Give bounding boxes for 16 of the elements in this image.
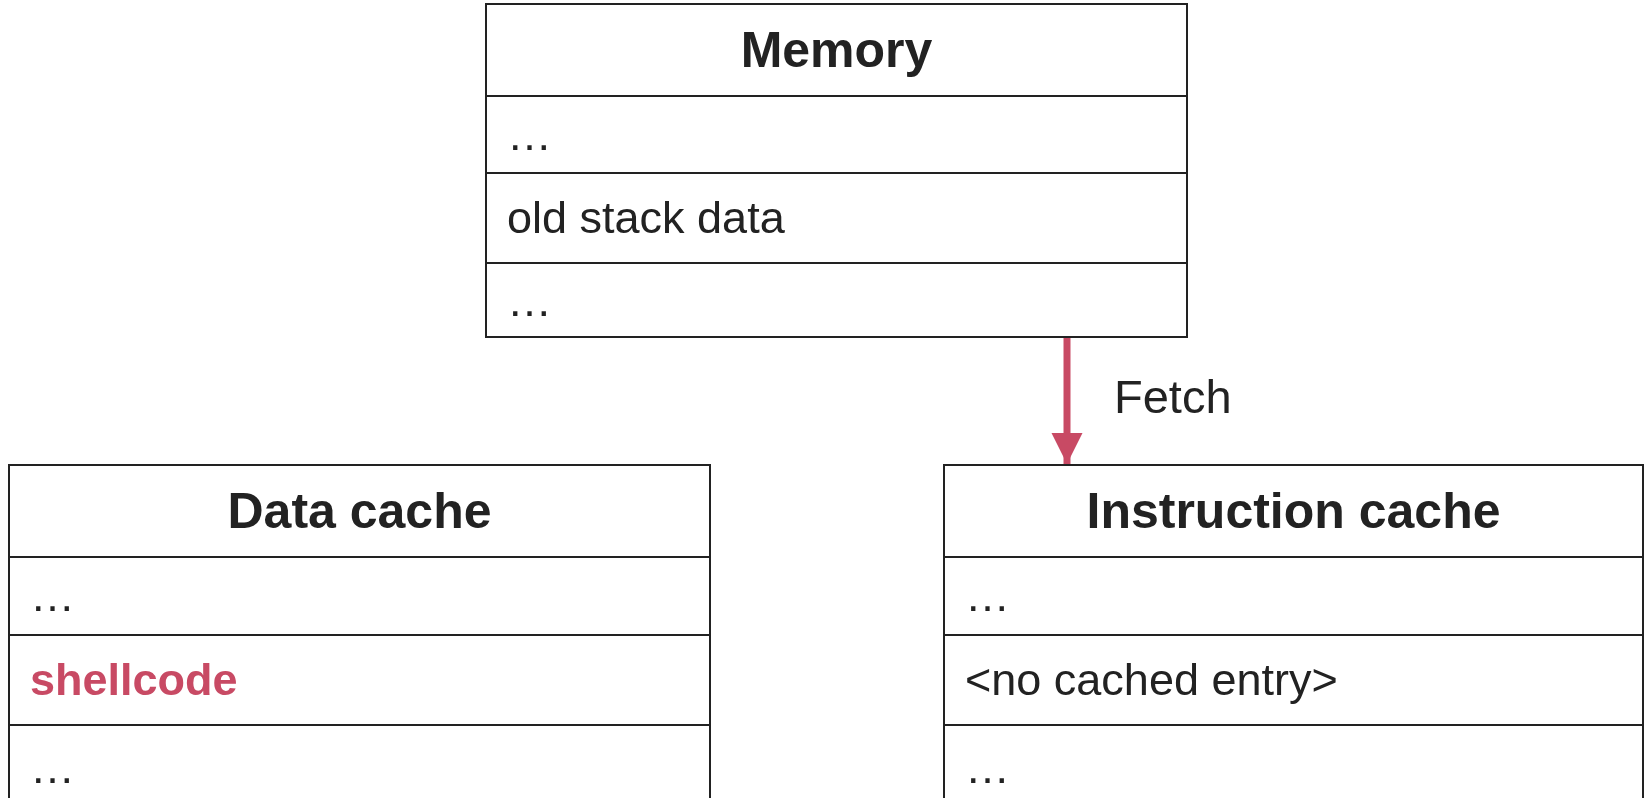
table-row: … — [487, 95, 1186, 172]
table-row: … — [487, 262, 1186, 338]
table-header: Data cache — [226, 482, 493, 541]
table-row: … — [10, 724, 709, 798]
table-row: old stack data — [487, 172, 1186, 262]
table-box — [485, 3, 1188, 338]
table-header: Memory — [739, 21, 934, 80]
table-box — [8, 464, 711, 798]
table-row: … — [10, 556, 709, 634]
table-header: Instruction cache — [1085, 482, 1502, 541]
arrow — [1051, 338, 1083, 464]
table-box — [943, 464, 1644, 798]
table-row: … — [945, 556, 1642, 634]
table-row: … — [945, 724, 1642, 798]
table-row: <no cached entry> — [945, 634, 1642, 724]
table-row: shellcode — [10, 634, 709, 724]
